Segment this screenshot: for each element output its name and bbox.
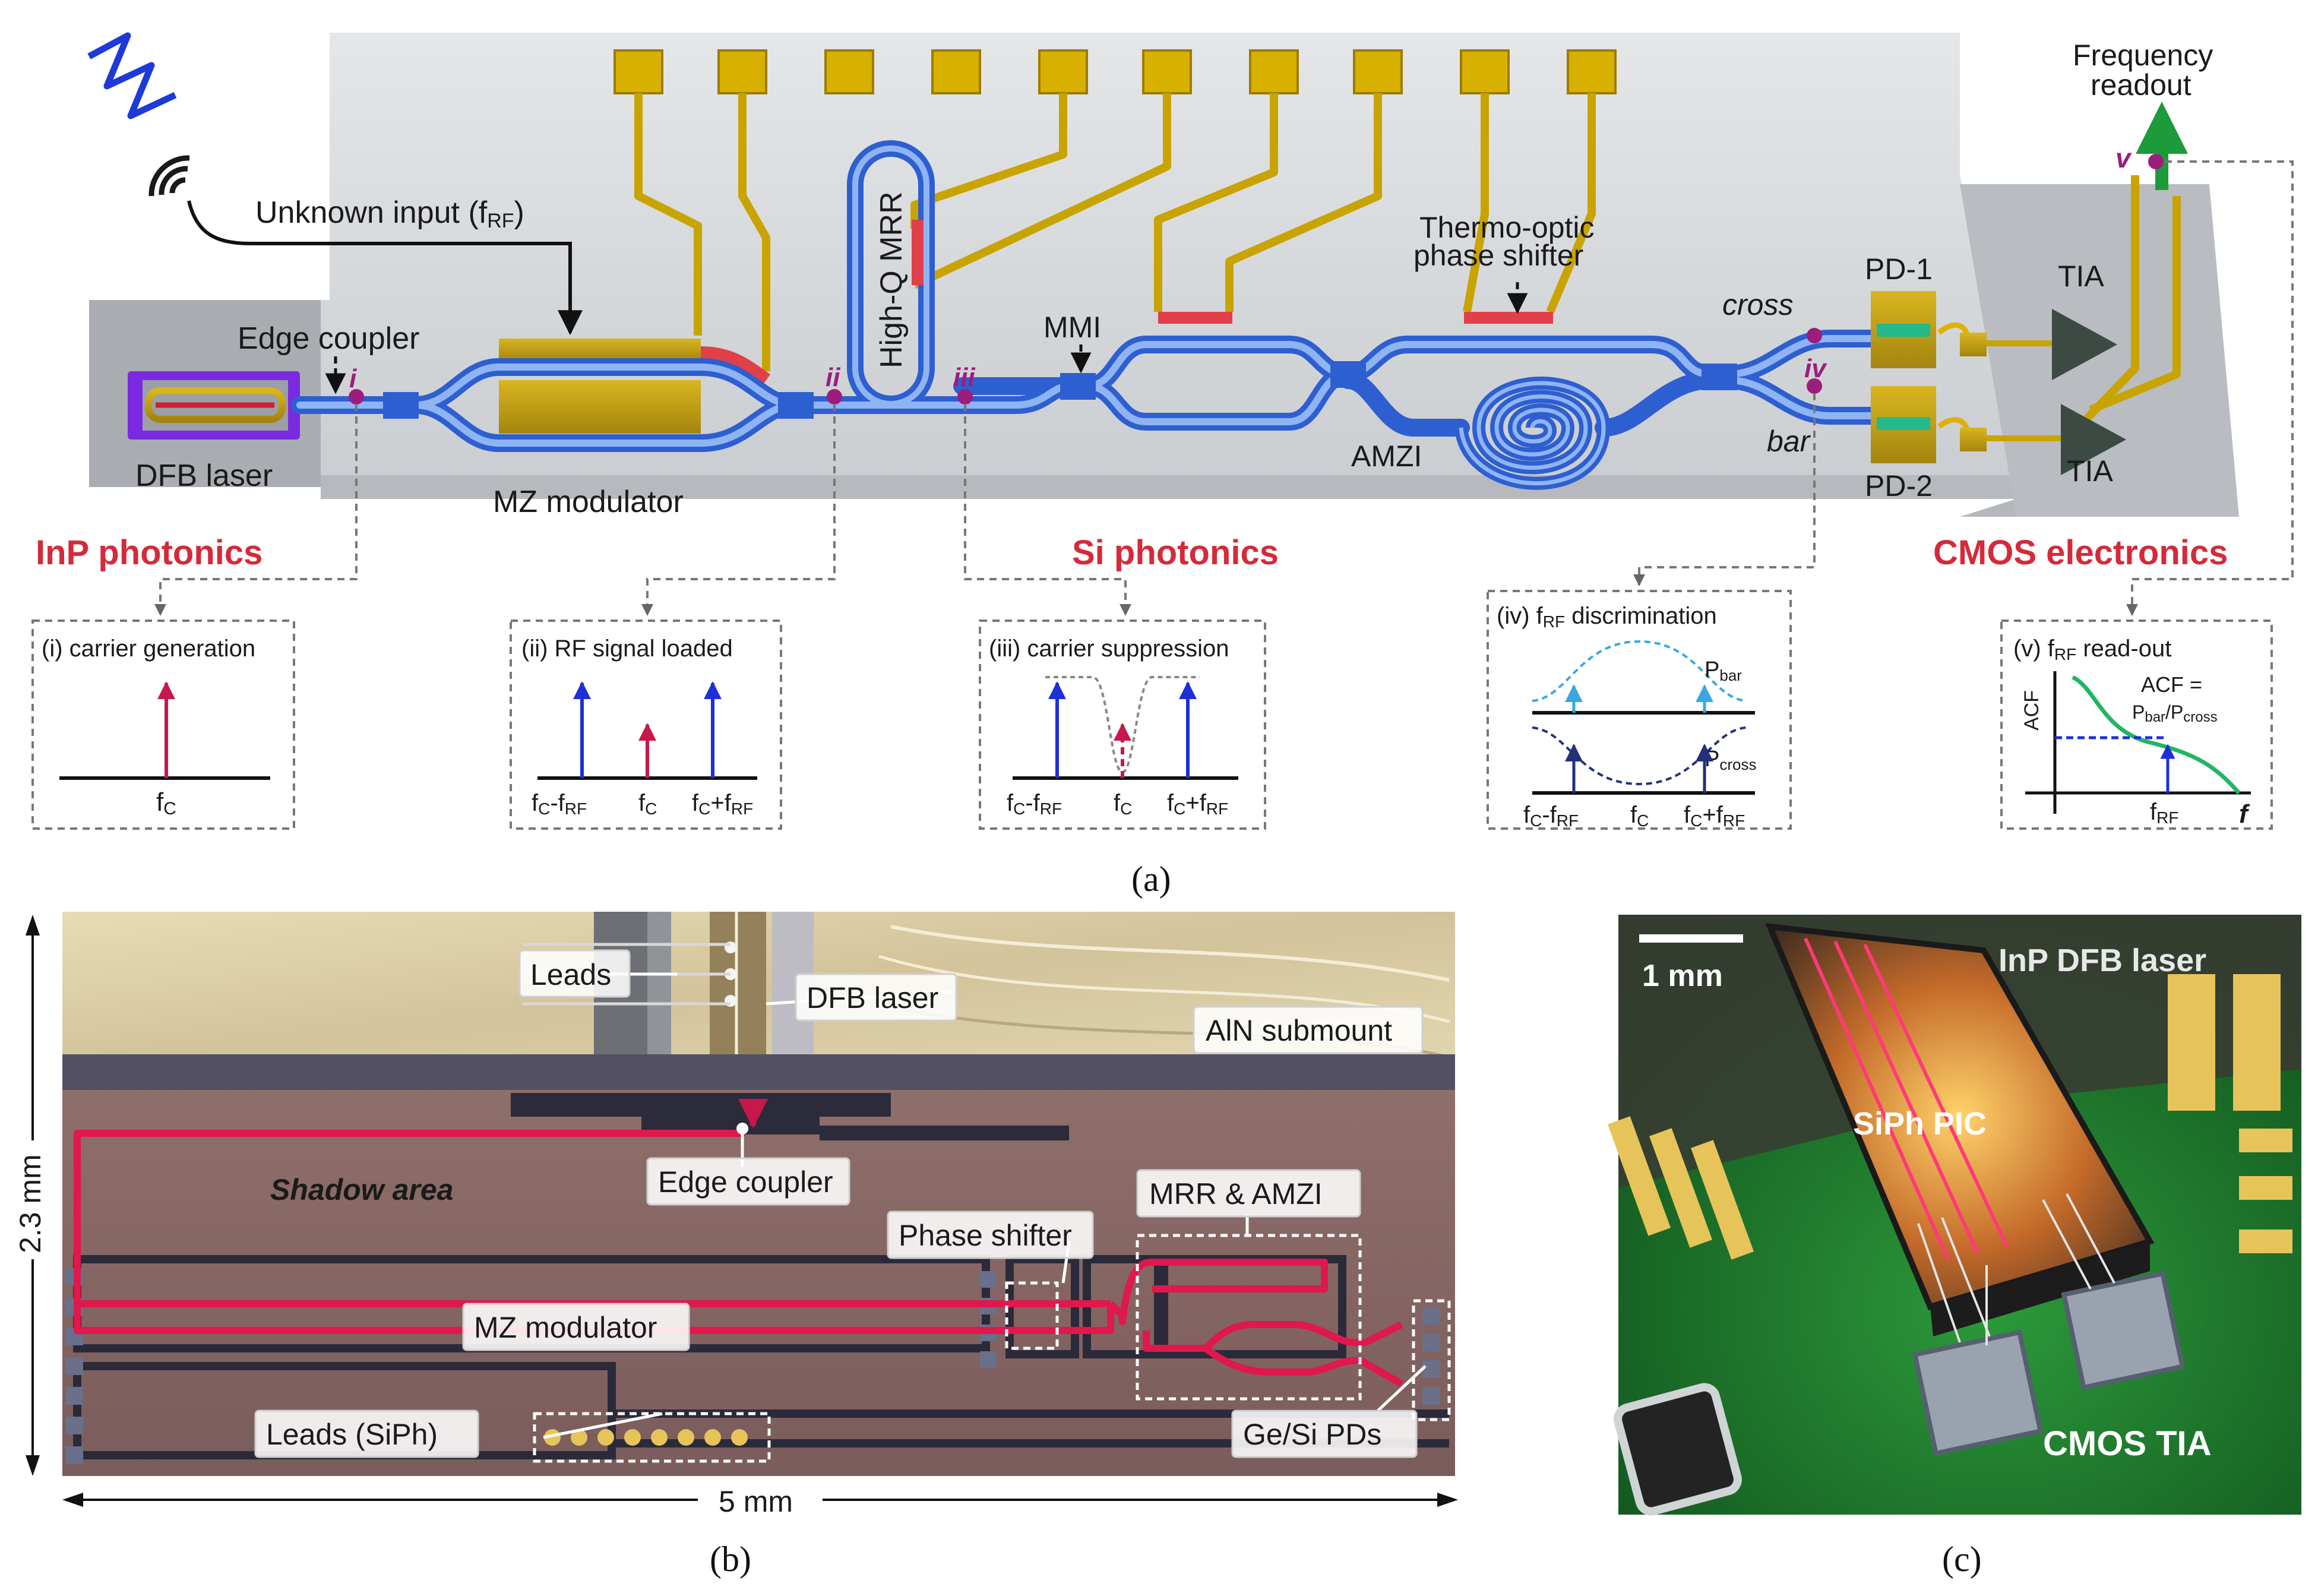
- label-mz-modulator: MZ modulator: [493, 485, 684, 519]
- svg-text:fC+fRF: fC+fRF: [692, 790, 753, 818]
- svg-text:(ii) RF signal loaded: (ii) RF signal loaded: [521, 636, 733, 662]
- electrode-wires: [634, 93, 2181, 443]
- wireless-icon: [148, 155, 583, 336]
- svg-text:(v) fRF read-out: (v) fRF read-out: [2013, 636, 2171, 663]
- caption-b: (b): [710, 1540, 751, 1579]
- svg-text:fC+fRF: fC+fRF: [1684, 802, 1745, 830]
- svg-text:Pbar: Pbar: [1704, 658, 1742, 684]
- caption-c: (c): [1942, 1540, 1982, 1579]
- svg-text:ACF =: ACF =: [2141, 672, 2202, 697]
- label-tia1: TIA: [2058, 260, 2104, 293]
- point-i: i: [349, 364, 357, 393]
- mrr-heater: [912, 220, 924, 285]
- svg-text:fC: fC: [1630, 802, 1649, 830]
- tia-1-icon: [2052, 309, 2117, 380]
- svg-text:f: f: [2239, 799, 2250, 829]
- label-cmos-tia: CMOS TIA: [2043, 1424, 2212, 1463]
- inset-iii: (iii) carrier suppression fC-fRF fC fC+f…: [979, 620, 1266, 830]
- svg-text:fC+fRF: fC+fRF: [1167, 790, 1228, 818]
- test-points: [349, 154, 2164, 404]
- inset-iv: (iv) fRF discrimination Pbar Pcross fC-f…: [1487, 590, 1792, 830]
- label-v: v: [2115, 143, 2132, 173]
- inset-ii: (ii) RF signal loaded fC-fRF fC fC+fRF: [510, 620, 782, 830]
- bond-pads: [614, 49, 1617, 94]
- photodiodes: [1871, 291, 2061, 463]
- label-leads-siph: Leads (SiPh): [266, 1418, 438, 1451]
- caption-a: (a): [1131, 859, 1171, 899]
- label-dfb-laser: DFB laser: [135, 459, 273, 493]
- label-mz-modulator-b: MZ modulator: [474, 1311, 657, 1344]
- label-mmi: MMI: [1043, 311, 1101, 344]
- section-inp: InP photonics: [36, 533, 263, 572]
- rf-wave-icon: [87, 32, 177, 119]
- tia-2-icon: [2061, 404, 2126, 475]
- heater-1: [1158, 312, 1232, 324]
- label-pd1: PD-1: [1865, 252, 1933, 286]
- siph-lead-wires: [544, 1429, 748, 1446]
- label-pd2: PD-2: [1865, 469, 1933, 502]
- label-inp-dfb-laser: InP DFB laser: [1998, 943, 2206, 978]
- point-iv: iv: [1804, 354, 1827, 383]
- panel-a: Unknown input (fRF) Edge coupler DFB las…: [31, 32, 2294, 899]
- svg-text:fC: fC: [638, 790, 657, 818]
- label-5mm: 5 mm: [719, 1485, 793, 1518]
- label-edge-coupler-b: Edge coupler: [658, 1165, 833, 1199]
- inset-v: (v) fRF read-out ACF ACF = Pbar/Pcross f…: [2000, 620, 2273, 830]
- svg-text:fRF: fRF: [2150, 799, 2178, 827]
- mmi-blocks: [383, 361, 1737, 419]
- panel-c: 1 mm InP DFB laser SiPh PIC CMOS TIA (c): [1608, 915, 2301, 1579]
- section-si: Si photonics: [1072, 533, 1279, 572]
- svg-text:fC: fC: [156, 788, 176, 818]
- label-aln-submount: AlN submount: [1206, 1014, 1392, 1047]
- cmos-tia-chips: [1912, 1271, 2186, 1456]
- dfb-laser: [128, 371, 300, 440]
- mz-electrodes: [499, 339, 770, 434]
- label-cross: cross: [1722, 288, 1793, 321]
- svg-text:(i) carrier generation: (i) carrier generation: [42, 636, 255, 662]
- label-ge-si-pds: Ge/Si PDs: [1243, 1418, 1381, 1451]
- svg-text:fC-fRF: fC-fRF: [1523, 802, 1579, 830]
- label-readout: readout: [2091, 68, 2191, 102]
- label-dfb-laser-b: DFB laser: [807, 981, 938, 1015]
- label-1mm: 1 mm: [1642, 959, 1723, 993]
- label-shadow-area: Shadow area: [270, 1173, 453, 1206]
- label-thermo-optic-2: phase shifter: [1413, 239, 1583, 272]
- label-leads: Leads: [530, 958, 611, 991]
- svg-text:ACF: ACF: [2020, 690, 2043, 731]
- label-siph-pic: SiPh PIC: [1853, 1106, 1987, 1142]
- label-bar: bar: [1767, 425, 1811, 458]
- point-iii: iii: [953, 363, 975, 392]
- label-mrr-amzi: MRR & AMZI: [1149, 1177, 1323, 1211]
- label-thermo-optic-1: Thermo-optic: [1419, 211, 1595, 244]
- svg-text:(iv) fRF discrimination: (iv) fRF discrimination: [1497, 603, 1717, 631]
- label-edge-coupler: Edge coupler: [238, 321, 419, 356]
- section-cmos: CMOS electronics: [1933, 533, 2228, 572]
- label-unknown-input: Unknown input (fRF): [255, 195, 524, 232]
- label-frequency: Frequency: [2073, 39, 2213, 72]
- inset-i: (i) carrier generation fC: [31, 620, 295, 830]
- label-high-q-mrr: High-Q MRR: [874, 191, 909, 368]
- svg-text:Pbar/Pcross: Pbar/Pcross: [2132, 701, 2218, 725]
- si-chip-edge: [321, 475, 2016, 499]
- heater-2: [1464, 312, 1553, 324]
- svg-text:fC-fRF: fC-fRF: [532, 790, 587, 818]
- label-phase-shifter: Phase shifter: [899, 1219, 1072, 1252]
- svg-text:(iii) carrier suppression: (iii) carrier suppression: [989, 636, 1229, 662]
- point-ii: ii: [826, 363, 840, 392]
- svg-text:fC-fRF: fC-fRF: [1007, 790, 1062, 818]
- label-tia2: TIA: [2067, 454, 2113, 488]
- label-2-3mm: 2.3 mm: [14, 1154, 47, 1253]
- panel-b: Leads DFB laser AlN submount Shadow area…: [14, 912, 1458, 1579]
- label-amzi: AMZI: [1351, 440, 1422, 473]
- svg-text:fC: fC: [1114, 790, 1132, 818]
